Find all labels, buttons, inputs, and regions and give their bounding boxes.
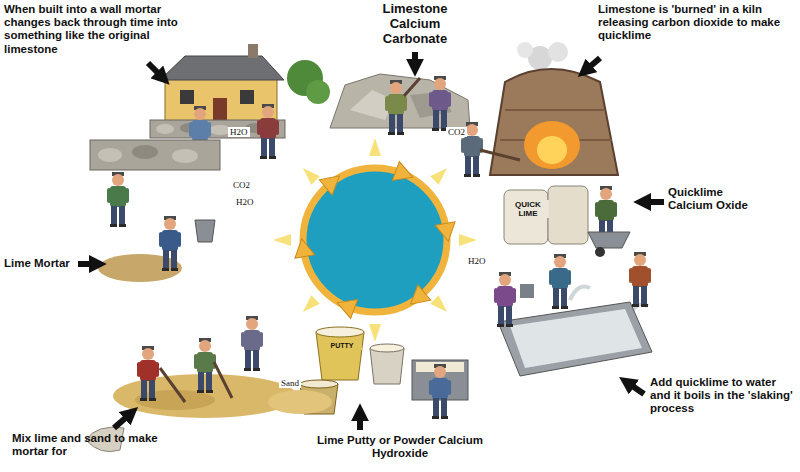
wall-building-scene-part (90, 140, 220, 170)
cottage-scene-part (306, 80, 330, 104)
callout-text: Mix lime and sand to make mortar for (12, 432, 184, 458)
quarry-scene (330, 74, 470, 135)
mortar-mixing-part (160, 368, 185, 402)
slaking-trough-part (549, 254, 571, 309)
cycle-wheel-part-part (369, 324, 381, 342)
cottage-scene-part (156, 124, 174, 134)
cycle-wheel-part-part (273, 234, 291, 246)
callout-text: Add quicklime to water and it boils in t… (650, 376, 796, 416)
slaking-trough-part (510, 309, 642, 368)
cottage-scene-part (180, 90, 194, 104)
mortar-mixing (86, 316, 332, 452)
cycle-wheel-part (292, 162, 458, 319)
cycle-wheel-part-part (404, 285, 431, 312)
mortar-mixing-part (137, 346, 159, 401)
chemical-label: CO2 (446, 127, 467, 137)
wall-building-scene-part (98, 254, 182, 282)
chemical-label: CO2 (231, 180, 252, 190)
wall-building-scene (90, 140, 220, 282)
stage-title: Lime Mortar (4, 257, 76, 270)
chemical-label: H2O (234, 197, 256, 207)
cottage-scene-part (257, 104, 279, 159)
putty-buckets-part (370, 348, 404, 384)
slaking-trough-part (498, 302, 652, 376)
slaking-trough-part (494, 272, 516, 327)
pointer-arrows (78, 52, 664, 430)
pointer-arrows-part (114, 414, 130, 428)
putty-buckets-part (300, 380, 338, 388)
bucket-label: PUTTY (322, 342, 362, 350)
mortar-mixing-part (214, 362, 232, 398)
cycle-wheel-part (303, 168, 447, 312)
callout-text: When built into a wall mortar changes ba… (4, 3, 204, 56)
wall-building-scene-part (132, 145, 158, 159)
cycle-wheel-part-part (430, 164, 451, 185)
mortar-mixing-part (194, 338, 216, 393)
putty-buckets-part (316, 332, 364, 380)
pointer-arrows-part (628, 383, 644, 394)
lime-kiln-part (517, 42, 533, 58)
wall-building-scene-part (159, 216, 181, 271)
quicklime-bags-part (548, 186, 588, 244)
quarry-scene-part (385, 80, 407, 135)
cottage-scene-part (248, 44, 258, 58)
wall-building-scene-part (98, 148, 122, 162)
lime-kiln (461, 42, 618, 177)
quarry-scene-part (429, 76, 451, 131)
chemical-label: H2O (228, 127, 250, 137)
chemical-label: H2O (466, 256, 488, 266)
lime-kiln-part (537, 136, 567, 164)
quicklime-bags-part (595, 247, 605, 257)
slaking-trough (494, 252, 652, 376)
wall-building-scene-part (195, 220, 215, 242)
cycle-wheel-part-part (392, 162, 416, 187)
putty-buckets-part (370, 344, 404, 352)
pointer-arrows-part (148, 63, 162, 77)
lime-kiln-part (490, 69, 618, 175)
putty-buckets-part (429, 364, 451, 419)
slaking-trough-part (570, 287, 590, 301)
cycle-wheel-part-part (299, 164, 320, 185)
lime-kiln-part (548, 42, 568, 62)
slaking-trough-part (520, 284, 534, 298)
pointer-arrows-part (78, 261, 96, 267)
quicklime-bags (504, 186, 630, 257)
wall-building-scene-part (107, 172, 129, 227)
pointer-arrows-part (357, 414, 363, 430)
putty-buckets-part (316, 327, 364, 337)
cycle-wheel-part-part (319, 168, 346, 195)
wall-building-scene-part (172, 149, 198, 163)
material-label: Sand (279, 378, 301, 388)
cycle-wheel-part-part (292, 237, 315, 258)
pointer-arrows-part (644, 199, 664, 205)
pointer-arrows-part (586, 58, 600, 70)
cottage-scene-part (240, 90, 254, 104)
cycle-wheel-part-part (430, 295, 451, 316)
cycle-wheel (273, 138, 477, 342)
quarry-scene-part (404, 78, 420, 96)
mortar-mixing-part (268, 390, 332, 414)
pointer-arrows-part (412, 52, 418, 66)
callout-text: Limestone is 'burned' in a kiln releasin… (598, 3, 796, 43)
cycle-wheel-part-part (435, 222, 458, 243)
cycle-wheel-part-part (334, 293, 358, 318)
stage-title: Quicklime Calcium Oxide (668, 186, 763, 212)
mortar-mixing-part (241, 316, 263, 371)
cycle-wheel-part (273, 138, 477, 342)
stage-title: Limestone Calcium Carbonate (365, 2, 465, 47)
cottage-scene-part (160, 56, 284, 80)
quicklime-bags-part (588, 232, 630, 248)
cycle-wheel-part-part (459, 234, 477, 246)
slaking-trough-part (629, 252, 651, 307)
cycle-wheel-part-part (299, 295, 320, 316)
cycle-wheel-part-part (369, 138, 381, 156)
bag-label: QUICK LIME (507, 200, 549, 218)
stage-title: Lime Putty or Powder Calcium Hydroxide (290, 434, 510, 460)
cycle-wheel-part (303, 168, 447, 312)
lime-kiln-part (480, 150, 520, 160)
lime-kiln-part (524, 121, 580, 169)
mortar-mixing-part (113, 374, 297, 418)
quicklime-bags-part (504, 190, 548, 244)
